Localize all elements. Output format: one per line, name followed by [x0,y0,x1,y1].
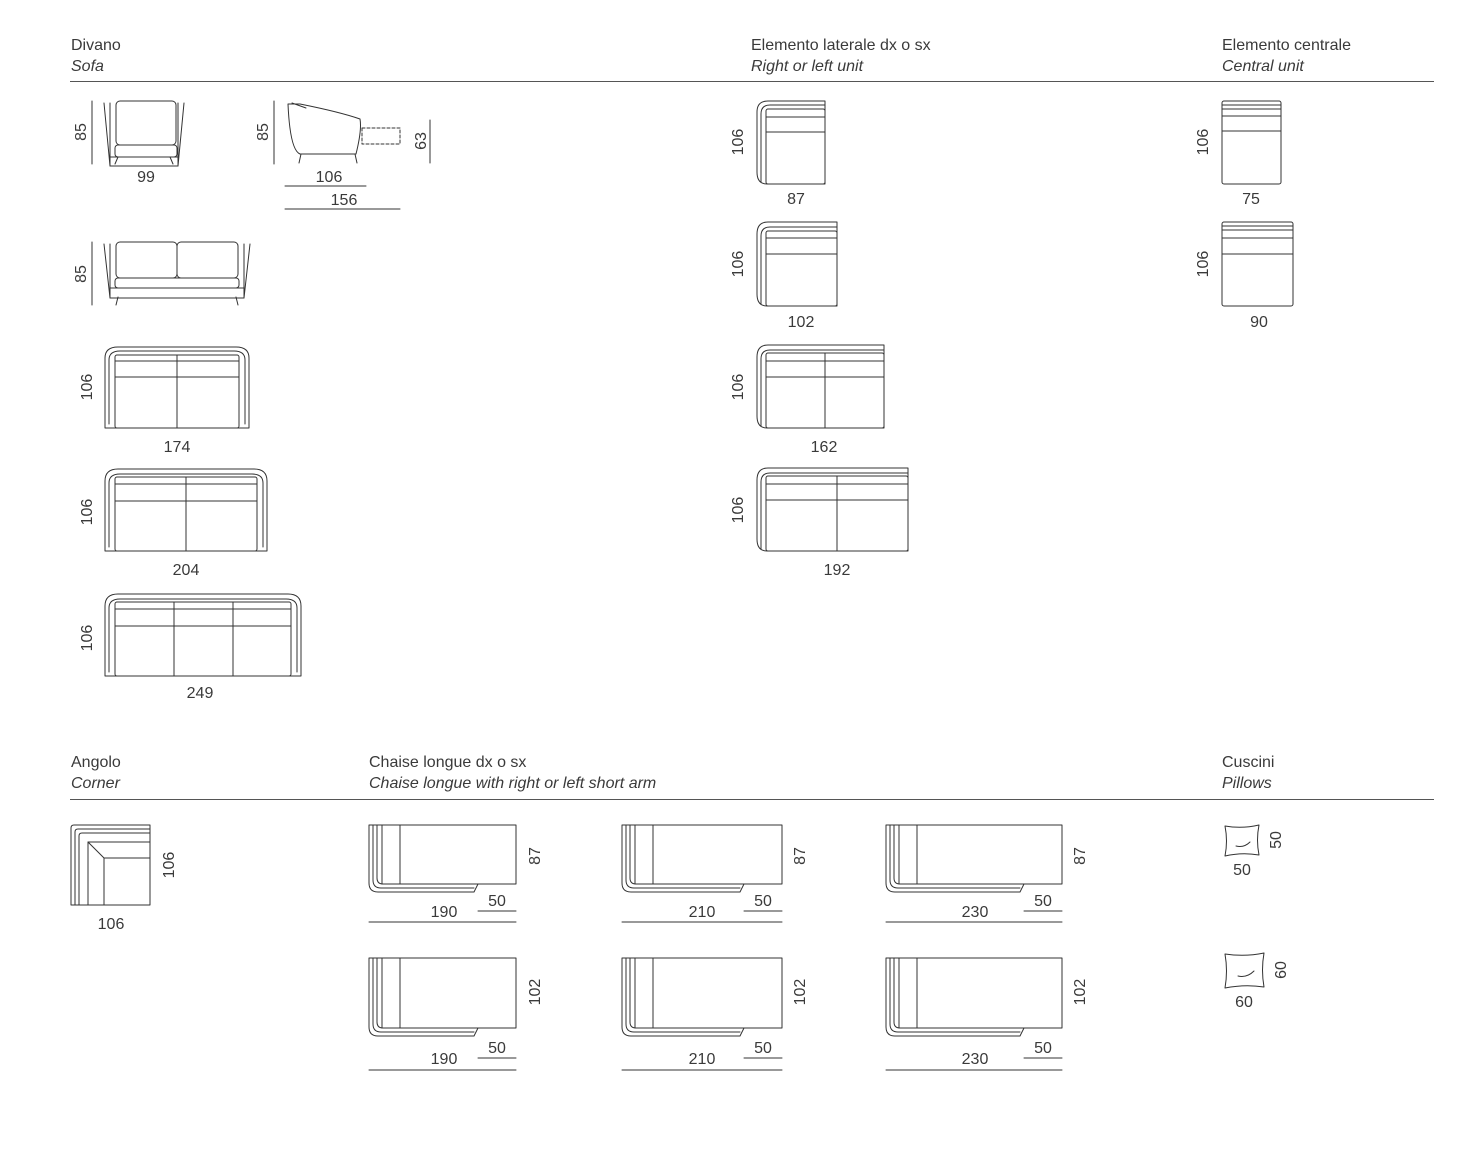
chaise-190-87-drawing [368,824,517,923]
central-unit-75-drawing [1221,100,1282,185]
sofa-249-depth-label: 106 [79,625,96,652]
sofa-249-width-label: 249 [187,685,214,702]
armchair-height-label: 85 [73,123,90,141]
side-unit-192-drawing [756,467,909,552]
corner-width-label: 106 [98,916,125,933]
side-87-width-label: 87 [787,191,805,208]
side-87-depth-label: 106 [730,129,747,156]
chaise-190-87-length-label: 190 [431,904,458,921]
armchair-front-drawing [91,100,185,167]
section-title-it: Elemento centrale [1222,37,1351,54]
sofa-174-plan-drawing [104,346,250,429]
section-title-it: Elemento laterale dx o sx [751,37,931,54]
side-unit-102-drawing [756,221,838,307]
central-unit-90-drawing [1221,221,1294,307]
chaise-230-87-arm-label: 50 [1034,893,1052,910]
side-102-depth-label: 106 [730,251,747,278]
chaise-210-102-length-label: 210 [689,1051,716,1068]
chaise-210-87-depth-label: 87 [792,847,809,865]
section-title-it: Divano [71,37,121,54]
section-side-unit-title: Elemento laterale dx o sx Right or left … [751,35,931,77]
side-unit-162-drawing [756,344,885,429]
central-90-depth-label: 106 [1195,251,1212,278]
section-title-en: Central unit [1222,58,1304,75]
section-chaise-title: Chaise longue dx o sx Chaise longue with… [369,752,656,794]
armchair-side-height-label: 85 [255,123,272,141]
chaise-230-87-depth-label: 87 [1072,847,1089,865]
section-title-en: Corner [71,775,120,792]
armchair-footrest-height-label: 63 [413,132,430,150]
side-162-width-label: 162 [811,439,838,456]
section-divider-bottom [70,799,1434,800]
side-192-depth-label: 106 [730,497,747,524]
sofa-174-width-label: 174 [164,439,191,456]
chaise-210-87-arm-label: 50 [754,893,772,910]
sofa-249-plan-drawing [104,593,302,677]
corner-depth-label: 106 [161,852,178,879]
corner-unit-drawing [70,824,151,906]
side-162-depth-label: 106 [730,374,747,401]
sofa-204-width-label: 204 [173,562,200,579]
sofa-2-front-drawing [91,241,251,306]
pillow-50-width-label: 50 [1233,862,1251,879]
chaise-210-102-arm-label: 50 [754,1040,772,1057]
section-title-en: Right or left unit [751,58,864,75]
chaise-190-102-depth-label: 102 [527,979,544,1006]
section-title-it: Chaise longue dx o sx [369,754,527,771]
pillow-60-drawing [1224,952,1265,989]
armchair-side-drawing [273,100,431,210]
chaise-210-87-length-label: 210 [689,904,716,921]
chaise-210-102-drawing [621,957,783,1071]
chaise-210-87-drawing [621,824,783,923]
central-75-width-label: 75 [1242,191,1260,208]
central-75-depth-label: 106 [1195,129,1212,156]
section-title-it: Angolo [71,754,121,771]
section-title-en: Chaise longue with right or left short a… [369,775,657,792]
pillow-50-drawing [1224,824,1260,857]
section-pillows-title: Cuscini Pillows [1222,752,1274,794]
section-title-it: Cuscini [1222,754,1275,771]
section-sofa-title: Divano Sofa [71,35,121,77]
chaise-190-102-length-label: 190 [431,1051,458,1068]
chaise-230-102-length-label: 230 [962,1051,989,1068]
side-unit-87-drawing [756,100,826,185]
pillow-60-height-label: 60 [1273,961,1290,979]
armchair-depth-label: 106 [316,169,343,186]
chaise-230-102-drawing [885,957,1063,1071]
chaise-230-102-depth-label: 102 [1072,979,1089,1006]
chaise-190-87-arm-label: 50 [488,893,506,910]
pillow-60-width-label: 60 [1235,994,1253,1011]
chaise-190-87-depth-label: 87 [527,847,544,865]
section-title-en: Pillows [1222,775,1272,792]
sofa-204-plan-drawing [104,468,268,552]
central-90-width-label: 90 [1250,314,1268,331]
sofa-174-depth-label: 106 [79,374,96,401]
section-central-unit-title: Elemento centrale Central unit [1222,35,1351,77]
section-title-en: Sofa [71,58,104,75]
side-102-width-label: 102 [788,314,815,331]
chaise-230-87-drawing [885,824,1063,923]
chaise-230-87-length-label: 230 [962,904,989,921]
side-192-width-label: 192 [824,562,851,579]
section-corner-title: Angolo Corner [71,752,121,794]
armchair-extended-depth-label: 156 [331,192,358,209]
chaise-190-102-arm-label: 50 [488,1040,506,1057]
section-divider-top [70,81,1434,82]
sofa-2-height-label: 85 [73,265,90,283]
pillow-50-height-label: 50 [1268,831,1285,849]
chaise-190-102-drawing [368,957,517,1071]
sofa-204-depth-label: 106 [79,499,96,526]
chaise-230-102-arm-label: 50 [1034,1040,1052,1057]
chaise-210-102-depth-label: 102 [792,979,809,1006]
armchair-width-label: 99 [137,169,155,186]
